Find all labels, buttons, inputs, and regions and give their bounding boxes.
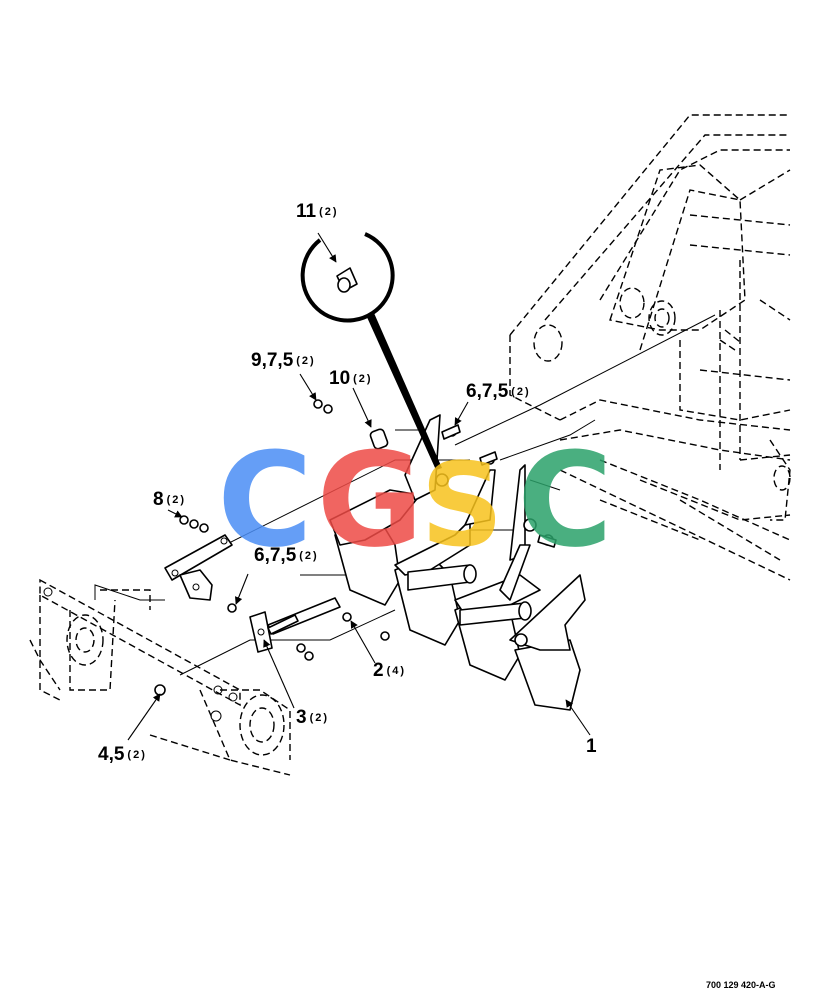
callout-6-7-5-lower: 6,7,5(2) <box>254 546 319 565</box>
callout-11: 11(2) <box>296 202 339 221</box>
callout-qty: (2) <box>127 749 147 761</box>
callout-number: 6,7,5 <box>466 381 509 402</box>
callout-number: 8 <box>153 489 164 510</box>
callout-6-7-5-upper: 6,7,5(2) <box>466 382 531 401</box>
baler-frame <box>509 114 791 581</box>
drawing-number: 700 129 420-A-G <box>706 980 776 990</box>
callout-number: 9,7,5 <box>251 350 294 371</box>
callout-number: 2 <box>373 660 384 681</box>
callout-qty: (2) <box>319 206 339 218</box>
callout-number: 4,5 <box>98 744 125 765</box>
callout-2: 2(4) <box>373 661 406 680</box>
callout-9-7-5: 9,7,5(2) <box>251 351 316 370</box>
callout-qty: (2) <box>309 712 330 724</box>
callout-number: 6,7,5 <box>254 545 297 566</box>
callout-qty: (4) <box>386 665 407 677</box>
callout-qty: (2) <box>353 373 373 385</box>
callout-qty: (2) <box>299 550 319 562</box>
callout-number: 1 <box>586 736 597 757</box>
pickup-support <box>29 578 291 776</box>
callout-qty: (2) <box>166 494 187 506</box>
callout-qty: (2) <box>296 355 316 367</box>
callout-number: 3 <box>296 707 307 728</box>
callout-qty: (2) <box>511 386 531 398</box>
callout-1: 1 <box>586 737 600 756</box>
callout-8: 8(2) <box>153 490 186 509</box>
callout-number: 11 <box>296 201 317 222</box>
callout-number: 10 <box>329 368 351 389</box>
bracket-assemblies <box>329 414 586 711</box>
leader-lines <box>127 232 591 741</box>
callout-10: 10(2) <box>329 369 373 388</box>
detail-inset <box>300 232 442 470</box>
callout-4-5: 4,5(2) <box>98 745 147 764</box>
hardware <box>154 399 557 696</box>
callout-3: 3(2) <box>296 708 329 727</box>
